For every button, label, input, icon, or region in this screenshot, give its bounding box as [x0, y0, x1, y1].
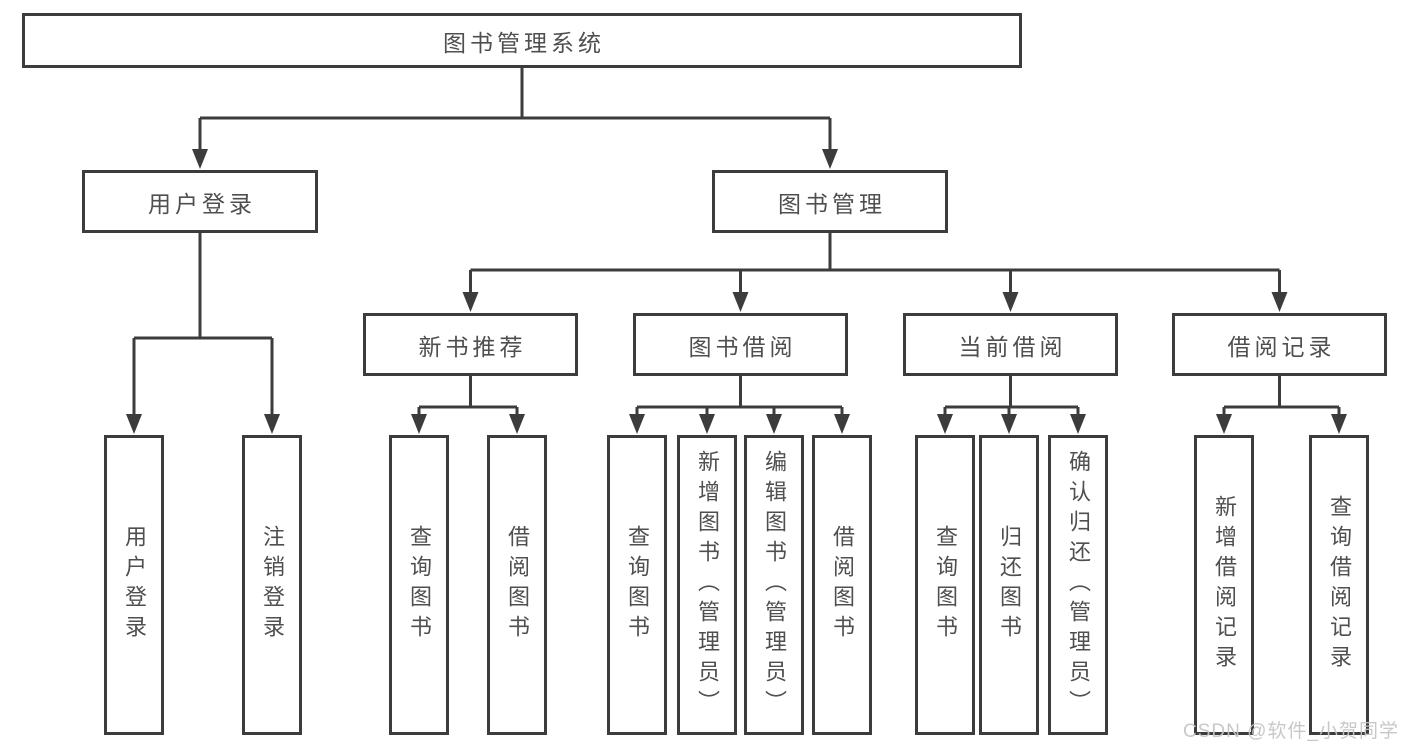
leaf-confirm-return-admin: 确认归还（管理员）	[1048, 435, 1108, 735]
leaf-logout: 注销登录	[242, 435, 302, 735]
leaf-borrow-books-recommend: 借阅图书	[487, 435, 547, 735]
node-book-borrowing: 图书借阅	[633, 313, 848, 376]
node-book-management: 图书管理	[712, 170, 948, 233]
leaf-user-login: 用户登录	[104, 435, 164, 735]
node-label: 查询图书	[933, 525, 958, 645]
node-label: 新增借阅记录	[1212, 495, 1237, 675]
node-library-system: 图书管理系统	[22, 13, 1022, 68]
node-label: 确认归还（管理员）	[1066, 450, 1091, 720]
leaf-return-books: 归还图书	[979, 435, 1039, 735]
node-label: 查询图书	[625, 525, 650, 645]
node-label: 用户登录	[122, 525, 147, 645]
node-user-login: 用户登录	[82, 170, 318, 233]
node-label: 借阅图书	[505, 525, 530, 645]
node-label: 当前借阅	[958, 333, 1067, 360]
leaf-add-books-admin: 新增图书（管理员）	[677, 435, 737, 735]
leaf-edit-books-admin: 编辑图书（管理员）	[744, 435, 804, 735]
node-label: 新增图书（管理员）	[695, 450, 720, 720]
node-new-book-recommend: 新书推荐	[363, 313, 578, 376]
leaf-query-borrow-record: 查询借阅记录	[1309, 435, 1369, 735]
leaf-query-books-recommend: 查询图书	[389, 435, 449, 735]
node-label: 注销登录	[260, 525, 285, 645]
node-label: 图书管理	[778, 190, 886, 217]
node-label: 归还图书	[997, 525, 1022, 645]
node-borrowing-records: 借阅记录	[1172, 313, 1387, 376]
leaf-borrow-books: 借阅图书	[812, 435, 872, 735]
node-label: 新书推荐	[418, 333, 527, 360]
leaf-query-books-borrowing: 查询图书	[607, 435, 667, 735]
node-label: 用户登录	[148, 190, 256, 217]
node-label: 查询图书	[407, 525, 432, 645]
node-label: 借阅图书	[830, 525, 855, 645]
node-current-borrowing: 当前借阅	[903, 313, 1118, 376]
node-label: 编辑图书（管理员）	[762, 450, 787, 720]
leaf-query-books-current: 查询图书	[915, 435, 975, 735]
node-label: 图书管理系统	[443, 29, 605, 56]
leaf-add-borrow-record: 新增借阅记录	[1194, 435, 1254, 735]
node-label: 借阅记录	[1227, 333, 1336, 360]
watermark: CSDN @软件_小贺同学	[1183, 721, 1399, 742]
node-label: 图书借阅	[688, 333, 797, 360]
node-label: 查询借阅记录	[1327, 495, 1352, 675]
